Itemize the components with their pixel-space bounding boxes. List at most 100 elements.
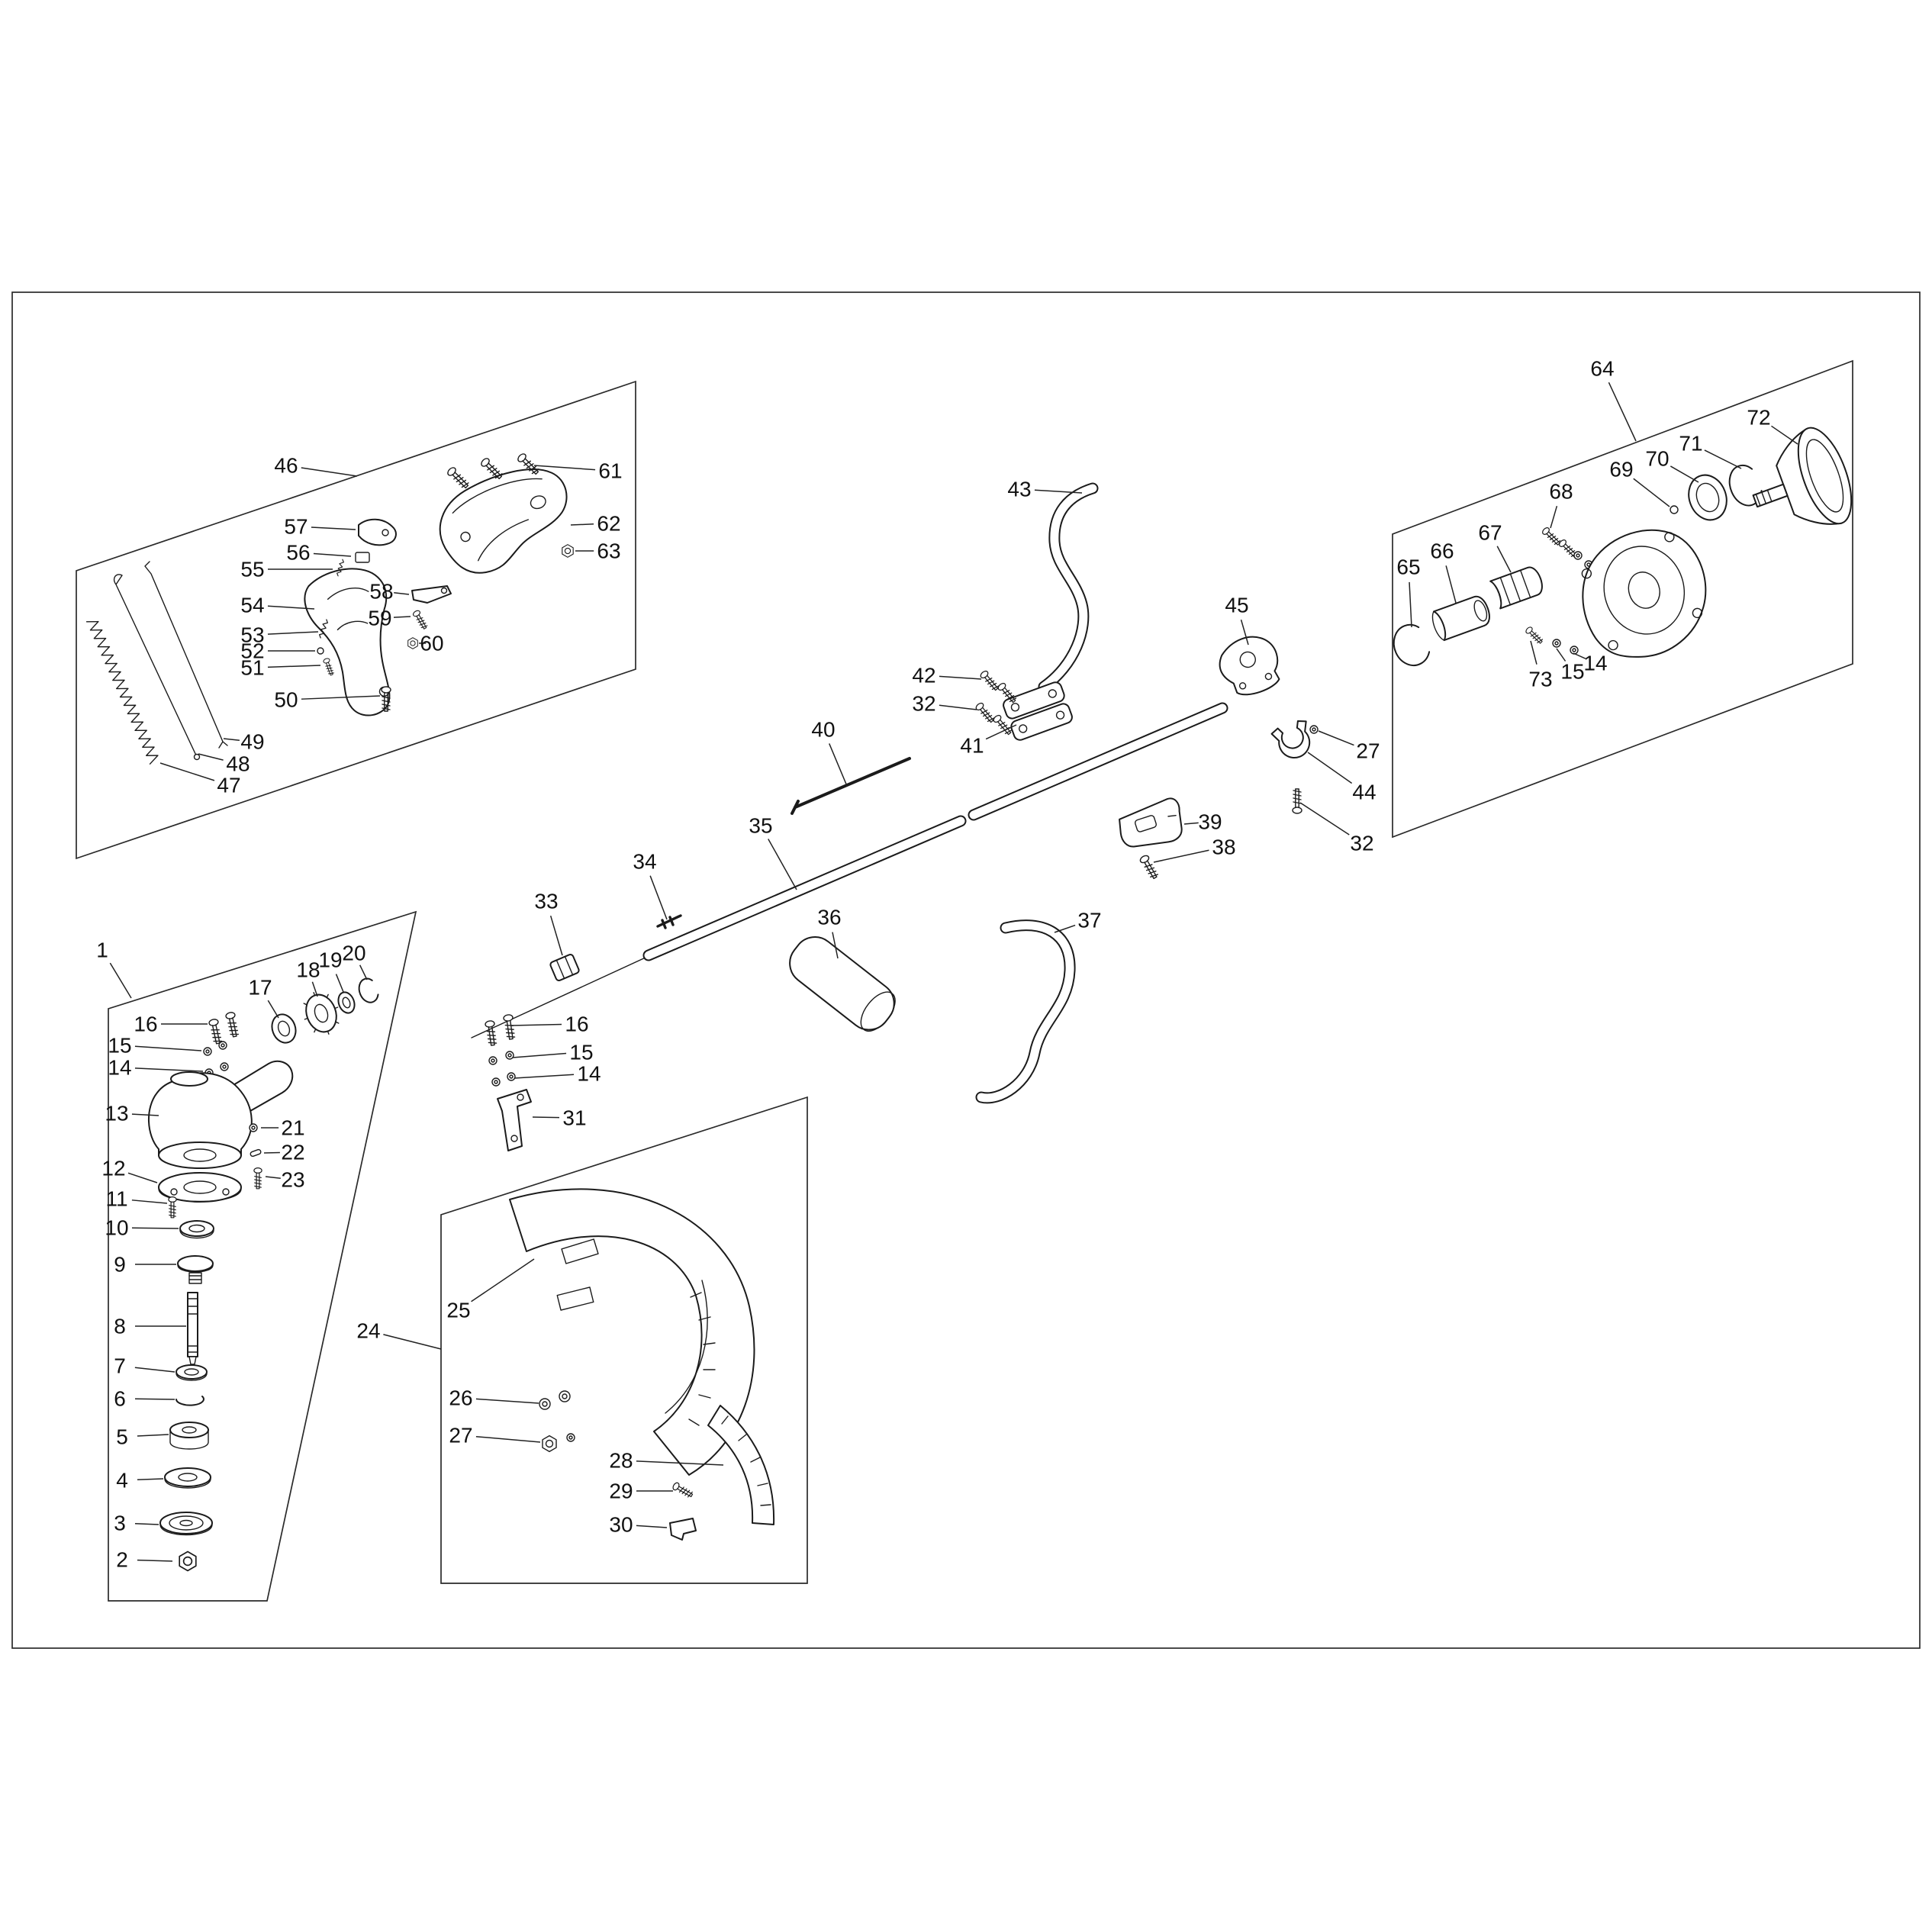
callout-38: 38 bbox=[1153, 836, 1236, 863]
callout-label: 65 bbox=[1396, 555, 1420, 579]
callout-label: 15 bbox=[1560, 660, 1584, 684]
part-70-bearing bbox=[1688, 474, 1728, 521]
part-14-washer bbox=[1570, 646, 1579, 655]
part-16-screw bbox=[208, 1018, 224, 1045]
part-33-shaft-collar bbox=[549, 954, 580, 981]
part-69-ball bbox=[1670, 505, 1679, 514]
callout-16: 16 bbox=[134, 1013, 208, 1036]
callout-label: 32 bbox=[1350, 832, 1373, 855]
callout-label: 7 bbox=[114, 1354, 126, 1378]
part-45-hanger-clamp bbox=[1219, 636, 1280, 696]
callout-label: 56 bbox=[286, 541, 310, 565]
callout-label: 11 bbox=[105, 1187, 127, 1211]
callout-23: 23 bbox=[265, 1168, 305, 1192]
part-72-clutch-cup bbox=[1752, 427, 1853, 525]
callout-label: 48 bbox=[226, 752, 250, 776]
callout-label: 13 bbox=[105, 1102, 128, 1125]
callout-label: 16 bbox=[134, 1013, 157, 1036]
part-27-washer bbox=[566, 1433, 575, 1442]
callout-label: 8 bbox=[114, 1315, 126, 1338]
callout-leader bbox=[134, 1367, 175, 1373]
callout-leader bbox=[267, 605, 315, 610]
part-59-screw bbox=[411, 609, 429, 631]
callout-label: 32 bbox=[912, 692, 935, 716]
callout-20: 20 bbox=[342, 942, 368, 980]
callout-label: 12 bbox=[101, 1157, 125, 1180]
part-16-screw bbox=[224, 1011, 240, 1038]
callout-61: 61 bbox=[533, 459, 623, 483]
callout-leader bbox=[1183, 822, 1199, 825]
callout-36: 36 bbox=[817, 906, 842, 959]
part-26-washer bbox=[559, 1390, 571, 1402]
callout-leader bbox=[1573, 652, 1586, 659]
callout-label: 14 bbox=[577, 1062, 601, 1086]
callout-label: 15 bbox=[108, 1034, 131, 1058]
callout-label: 34 bbox=[633, 850, 656, 874]
callout-13: 13 bbox=[105, 1102, 159, 1125]
callout-leader bbox=[768, 839, 797, 890]
callout-leader bbox=[1633, 478, 1670, 507]
callout-leader bbox=[549, 915, 563, 956]
callout-67: 67 bbox=[1478, 521, 1512, 573]
part-54-grip-housing-left bbox=[304, 568, 391, 716]
callout-14: 14 bbox=[1573, 652, 1608, 675]
part-68-washer bbox=[1573, 551, 1583, 560]
callout-8: 8 bbox=[114, 1315, 186, 1338]
callout-leader bbox=[1608, 382, 1637, 442]
callout-65: 65 bbox=[1396, 555, 1421, 628]
callout-label: 71 bbox=[1679, 432, 1702, 456]
callout-label: 42 bbox=[912, 664, 935, 687]
callout-leader bbox=[1704, 449, 1742, 469]
callout-label: 3 bbox=[114, 1512, 126, 1535]
callout-leader bbox=[134, 1045, 202, 1051]
callout-1: 1 bbox=[96, 939, 132, 999]
callout-64: 64 bbox=[1590, 357, 1637, 442]
callout-4: 4 bbox=[116, 1469, 164, 1492]
callout-label: 43 bbox=[1007, 478, 1031, 501]
callout-52: 52 bbox=[240, 639, 315, 663]
callout-leader bbox=[1318, 730, 1354, 746]
callout-66: 66 bbox=[1430, 539, 1457, 604]
callout-leader bbox=[1556, 648, 1567, 662]
part-12-flange bbox=[158, 1172, 242, 1203]
callout-label: 54 bbox=[240, 594, 264, 617]
part-26-washer bbox=[539, 1398, 551, 1410]
callout-leader bbox=[267, 1000, 279, 1019]
callout-14: 14 bbox=[514, 1062, 601, 1086]
callout-leader bbox=[127, 1172, 158, 1183]
callout-32: 32 bbox=[1299, 802, 1374, 855]
part-3-cup-washer bbox=[159, 1512, 213, 1536]
callout-leader bbox=[649, 875, 668, 920]
part-66-sleeve bbox=[1431, 595, 1490, 642]
part-17-bearing bbox=[271, 1013, 297, 1044]
callout-label: 52 bbox=[240, 639, 264, 663]
callout-leader bbox=[223, 738, 240, 741]
part-63-nut bbox=[562, 544, 574, 558]
callout-49: 49 bbox=[223, 730, 265, 754]
callout-63: 63 bbox=[575, 539, 621, 563]
callout-leader bbox=[1550, 505, 1558, 529]
part-14-washer bbox=[491, 1077, 501, 1087]
callout-leader bbox=[1771, 425, 1798, 445]
callout-26: 26 bbox=[449, 1386, 539, 1410]
callout-32: 32 bbox=[912, 692, 977, 716]
callout-69: 69 bbox=[1609, 458, 1670, 507]
callout-label: 38 bbox=[1212, 836, 1235, 859]
callout-46: 46 bbox=[274, 454, 358, 478]
part-40-throttle-rod bbox=[791, 757, 911, 815]
part-29-screw bbox=[671, 1481, 694, 1499]
part-15-washer bbox=[1552, 639, 1561, 648]
callout-label: 23 bbox=[281, 1168, 304, 1192]
callout-leader bbox=[514, 1074, 575, 1079]
callout-label: 36 bbox=[817, 906, 841, 929]
callout-leader bbox=[985, 724, 1017, 740]
callout-leader bbox=[1409, 581, 1412, 628]
callout-label: 30 bbox=[609, 1513, 633, 1537]
callout-label: 6 bbox=[114, 1387, 126, 1411]
callout-leader bbox=[313, 552, 352, 557]
part-47-spring bbox=[85, 620, 159, 765]
callout-label: 50 bbox=[274, 688, 298, 712]
callout-7: 7 bbox=[114, 1354, 175, 1378]
part-49-throttle-rod bbox=[144, 561, 228, 749]
